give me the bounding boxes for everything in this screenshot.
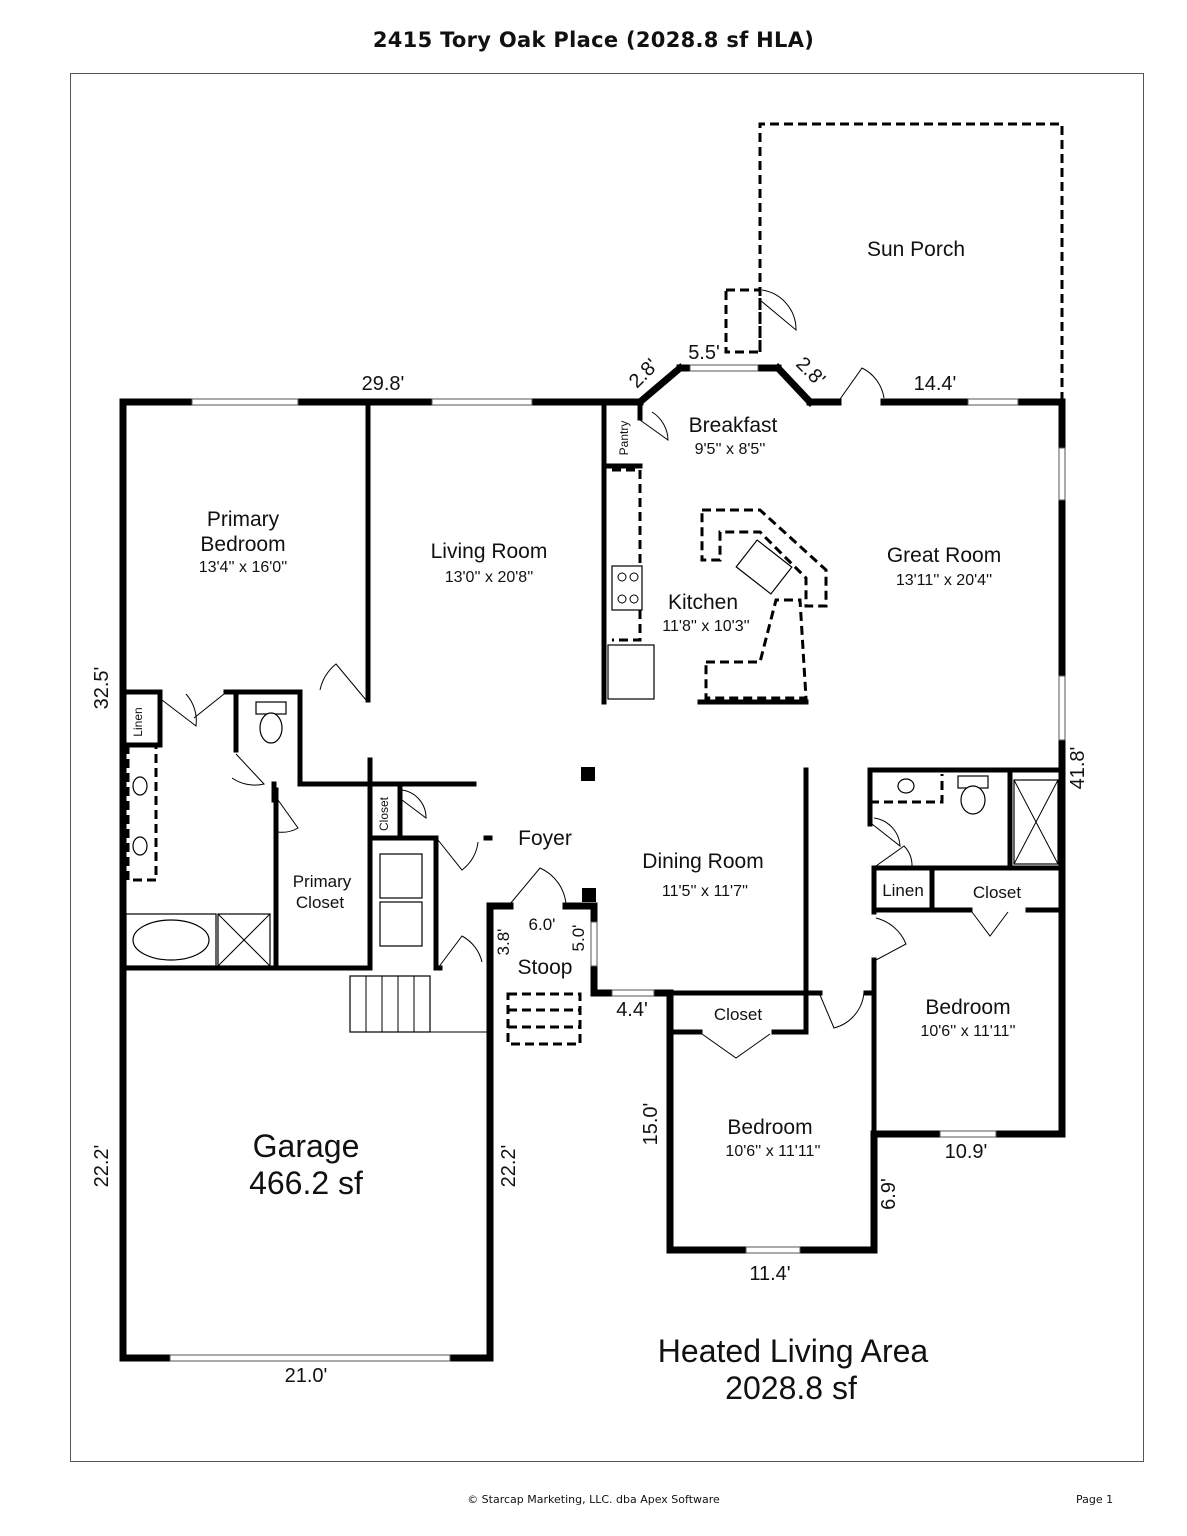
dining-room-size: 11'5'' x 11'7'': [662, 883, 748, 900]
linen-left-label: Linen: [131, 707, 145, 736]
windows: [169, 364, 1066, 1362]
dim-garage-left: 22.2': [91, 1145, 113, 1188]
closet-small-label: Closet: [377, 796, 391, 831]
dim-top-left: 29.8': [362, 373, 405, 395]
dim-top-right: 14.4': [914, 373, 957, 395]
dining-room-label: Dining Room: [642, 850, 763, 873]
dim-bedroom-bottom: 11.4': [749, 1263, 790, 1285]
exterior-walls: [119, 363, 1066, 1362]
dim-bedroom-right-bottom: 10.9': [945, 1141, 988, 1163]
garage-label: Garage: [253, 1128, 360, 1164]
dim-stoop-bottom: 4.4': [616, 999, 648, 1021]
dim-garage-bottom: 21.0': [285, 1365, 328, 1387]
dim-stoop-left: 3.8': [494, 929, 513, 956]
primary-bedroom-size: 13'4'' x 16'0'': [199, 559, 288, 576]
linen-right-label: Linen: [882, 881, 924, 900]
bedroom-bottom-label: Bedroom: [727, 1116, 812, 1139]
foyer-label: Foyer: [518, 827, 572, 850]
dim-stoop-width: 6.0': [529, 915, 556, 934]
bedroom-bottom-size: 10'6'' x 11'11'': [725, 1143, 820, 1160]
fixtures: [125, 565, 1059, 1046]
primary-bedroom-label-2: Bedroom: [200, 533, 285, 556]
primary-closet-label-2: Closet: [296, 893, 344, 912]
kitchen-size: 11'8'' x 10'3'': [662, 618, 749, 635]
bedroom-right-label: Bedroom: [925, 996, 1010, 1019]
column-post: [581, 767, 595, 781]
closet-right-label: Closet: [973, 883, 1021, 902]
dim-left-side: 32.5': [91, 667, 113, 710]
dim-garage-right: 22.2': [498, 1145, 520, 1188]
page-title: 2415 Tory Oak Place (2028.8 sf HLA): [372, 28, 815, 52]
summary-line-1: Heated Living Area: [658, 1333, 929, 1369]
stoop-label: Stoop: [518, 956, 573, 979]
bedroom-right-size: 10'6'' x 11'11'': [920, 1023, 1015, 1040]
dim-bedroom-offset: 6.9': [878, 1178, 900, 1210]
closet-bottom-label: Closet: [714, 1005, 762, 1024]
living-room-size: 13'0'' x 20'8'': [445, 569, 534, 586]
living-room-label: Living Room: [431, 540, 548, 563]
column-post: [582, 888, 596, 902]
page-number: Page 1: [1076, 1493, 1114, 1506]
great-room-size: 13'11'' x 20'4'': [896, 572, 992, 589]
pantry-label: Pantry: [617, 421, 631, 456]
dim-bay-mid: 5.5': [688, 342, 720, 364]
dim-bedroom-left: 15.0': [640, 1103, 662, 1146]
dim-stoop-right: 5.0': [569, 925, 588, 952]
kitchen-island: [126, 468, 944, 882]
kitchen-label: Kitchen: [668, 591, 738, 614]
primary-closet-label-1: Primary: [293, 872, 352, 891]
interior-walls: [120, 399, 1065, 1137]
garage-area: 466.2 sf: [249, 1165, 363, 1201]
breakfast-size: 9'5'' x 8'5'': [695, 441, 766, 458]
footer-copyright: © Starcap Marketing, LLC. dba Apex Softw…: [467, 1493, 720, 1506]
summary-line-2: 2028.8 sf: [725, 1370, 857, 1406]
plan-frame: [70, 73, 1144, 1462]
breakfast-label: Breakfast: [689, 414, 778, 437]
great-room-label: Great Room: [887, 544, 1001, 567]
dim-right-side: 41.8': [1067, 747, 1089, 790]
door-swings: [161, 289, 1009, 1059]
primary-bedroom-label-1: Primary: [207, 508, 280, 531]
sun-porch-label: Sun Porch: [867, 238, 965, 261]
sun-porch-outline: [724, 122, 1064, 402]
